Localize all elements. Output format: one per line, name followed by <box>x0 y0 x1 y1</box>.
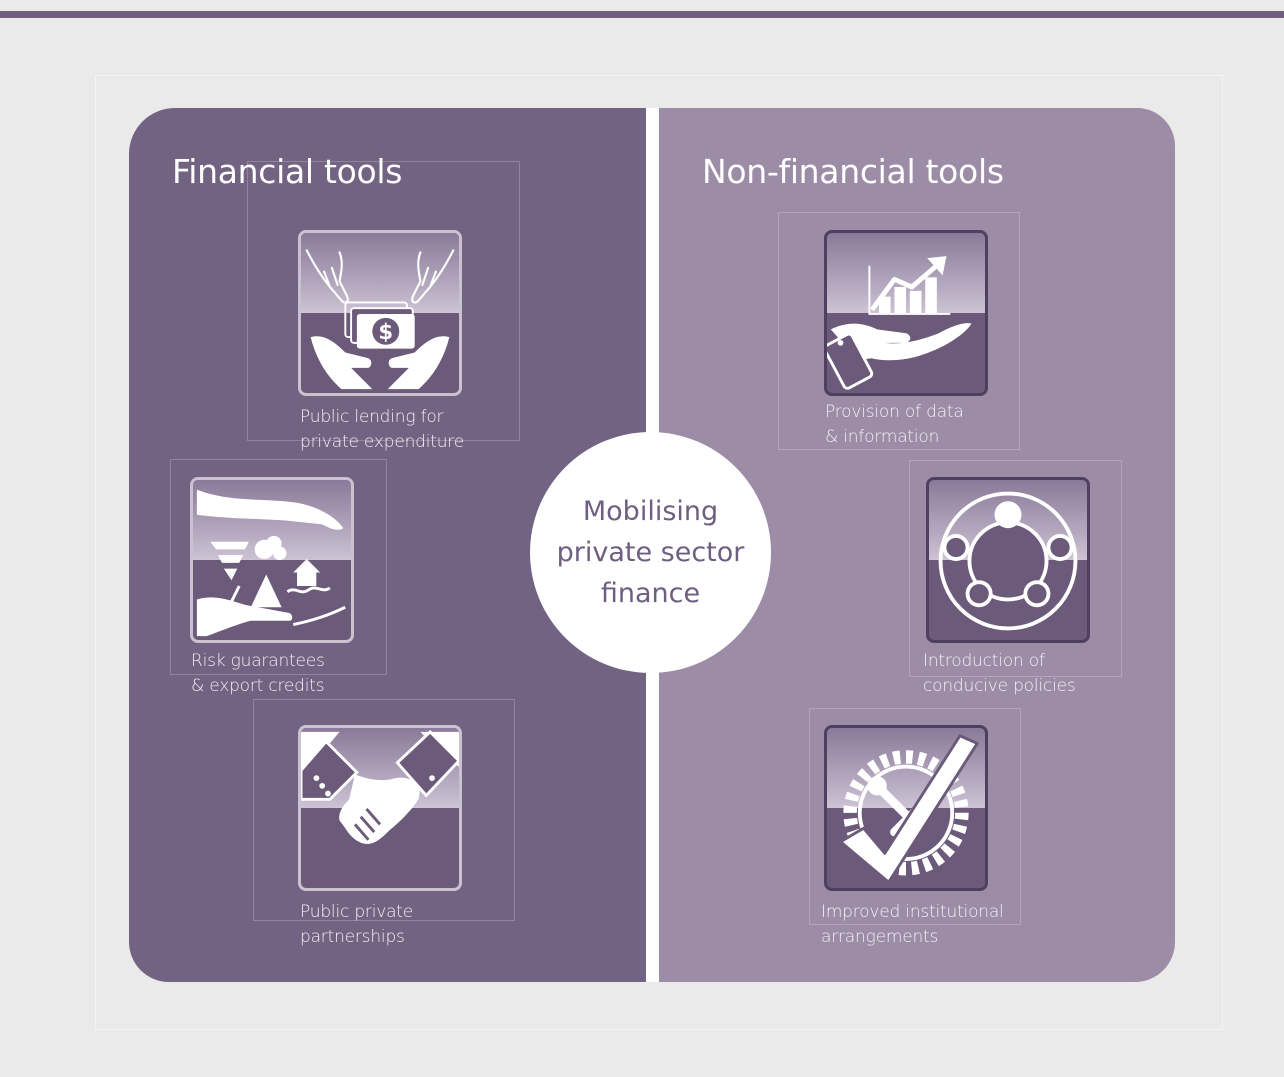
round-table-meeting-icon <box>926 477 1090 643</box>
gear-tools-checkmark-icon <box>824 725 988 891</box>
top-accent-bar <box>0 11 1284 18</box>
guide-box <box>247 161 520 441</box>
caption-institutional-arrangements: Improved institutional arrangements <box>821 902 1004 947</box>
hands-giving-money-icon: $ <box>298 230 462 396</box>
figure-frame <box>95 75 1223 1030</box>
non-financial-tools-panel: Non-financial tools Provision of data & … <box>659 108 1175 982</box>
caption-public-lending: Public lending for private expenditure <box>300 407 464 452</box>
hand-holding-growth-chart-icon <box>824 230 988 396</box>
non-financial-tools-title: Non-financial tools <box>702 152 1004 191</box>
guide-box <box>809 708 1021 925</box>
hands-sheltering-disasters-icon <box>190 477 354 643</box>
handshake-icon <box>298 725 462 891</box>
center-label: Mobilising private sector finance <box>556 496 745 609</box>
guide-box <box>909 460 1122 677</box>
guide-box <box>170 459 387 675</box>
caption-conducive-policies: Introduction of conducive policies <box>923 651 1076 696</box>
svg-text:$: $ <box>378 319 393 344</box>
caption-public-private-partnerships: Public private partnerships <box>300 902 414 947</box>
caption-data-information: Provision of data & information <box>825 402 964 447</box>
guide-box <box>253 699 515 921</box>
guide-box <box>778 212 1020 450</box>
financial-tools-title: Financial tools <box>172 152 403 191</box>
center-circle: Mobilising private sector finance <box>530 432 771 673</box>
caption-risk-guarantees: Risk guarantees & export credits <box>191 651 325 696</box>
